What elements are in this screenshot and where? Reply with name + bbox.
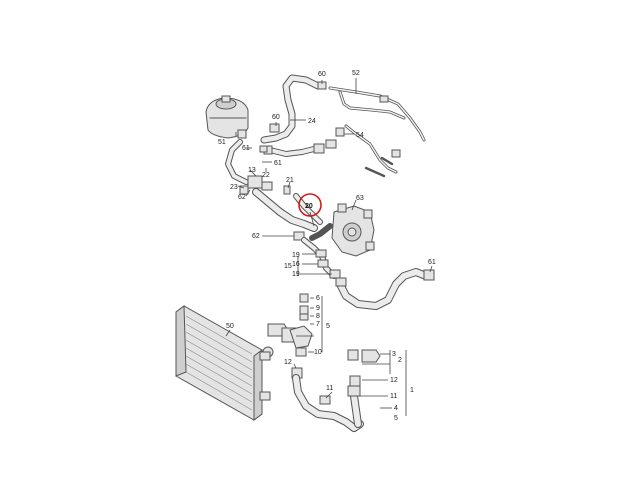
callout-15: 15	[284, 263, 292, 270]
lower-radiator-hose	[335, 268, 435, 310]
callout-50: 50	[226, 323, 234, 330]
callout-labels: 60 52 60 24 54 51 61 61 22 13 23 62 21 2…	[218, 70, 436, 422]
callout-20: 20	[305, 203, 313, 210]
callout-60: 60	[272, 114, 280, 121]
callout-5: 5	[394, 415, 398, 422]
callout-7: 7	[316, 321, 320, 328]
coolant-pipe-assembly	[325, 86, 426, 178]
callout-2: 2	[398, 357, 402, 364]
callout-61: 61	[242, 145, 250, 152]
leader-lines	[225, 78, 433, 416]
expansion-tank	[205, 95, 249, 185]
callout-11: 11	[326, 385, 333, 392]
callout-11: 11	[390, 393, 397, 400]
callout-4: 4	[394, 405, 398, 412]
callout-10: 10	[314, 349, 322, 356]
callout-23: 23	[230, 184, 238, 191]
highlight-ring	[298, 193, 322, 217]
callout-61: 61	[428, 259, 436, 266]
callout-3: 3	[392, 351, 396, 358]
connecting-hose-22	[263, 143, 325, 157]
callout-13: 13	[248, 167, 256, 174]
callout-12: 12	[390, 377, 398, 384]
callout-24: 24	[308, 118, 316, 125]
radiator-outlet-hose	[291, 367, 364, 432]
callout-62: 62	[238, 194, 246, 201]
callout-62: 62	[252, 233, 260, 240]
thermostat-connection-cluster	[239, 175, 323, 232]
callout-19: 19	[292, 271, 300, 278]
callout-61: 61	[274, 160, 282, 167]
callout-21: 21	[286, 177, 294, 184]
callout-6: 6	[316, 295, 320, 302]
callout-9: 9	[316, 305, 320, 312]
callout-16: 16	[292, 261, 300, 268]
callout-22: 22	[262, 172, 270, 179]
callout-12: 12	[284, 359, 292, 366]
upper-coolant-hose	[260, 74, 322, 144]
hose-clamp	[269, 123, 280, 133]
callout-60: 60	[318, 71, 326, 78]
callout-63: 63	[356, 195, 364, 202]
callout-51: 51	[218, 139, 226, 146]
hose-clamp	[259, 145, 268, 153]
callout-52: 52	[352, 70, 360, 77]
thermostat-housing	[309, 203, 375, 257]
callout-1: 1	[410, 387, 414, 394]
radiator	[175, 305, 271, 421]
callout-19: 19	[292, 252, 300, 259]
callout-8: 8	[316, 313, 320, 320]
callout-54: 54	[356, 132, 364, 139]
callout-5: 5	[326, 323, 330, 330]
fitting-parts-right	[347, 349, 381, 397]
fitting-parts-column	[262, 293, 313, 358]
